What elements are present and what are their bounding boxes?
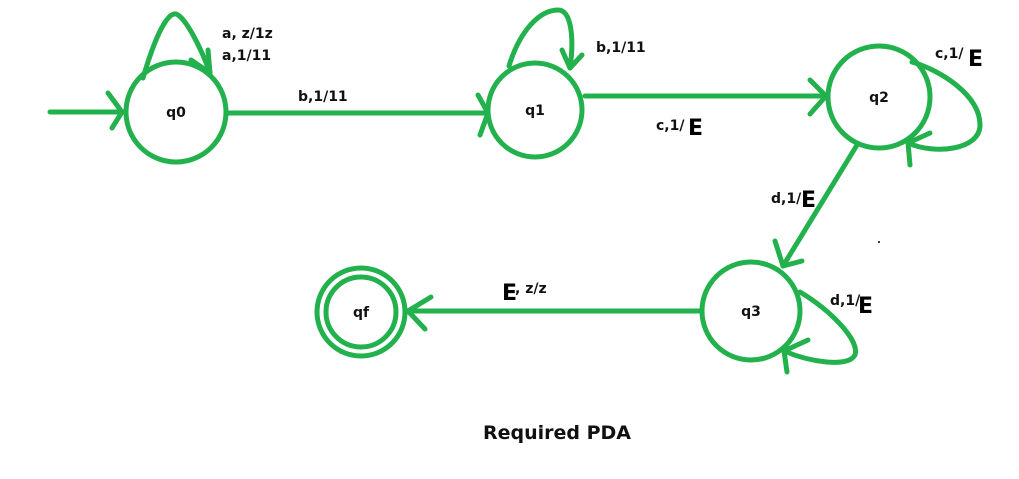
transition-q3-q3-label: d,1/ [830,293,861,309]
transition-q2-q2: c,1/ E [905,46,983,168]
epsilon-symbol: E [502,281,517,306]
epsilon-symbol: E [968,47,983,72]
state-qf: qf [314,265,408,359]
transition-q0-q1: b,1/11 [225,89,491,138]
diagram-title: Required PDA [483,422,631,444]
epsilon-symbol: E [858,294,873,319]
state-q1-label: q1 [525,103,545,119]
transition-q0-q0-label-2: a,1/11 [222,48,271,64]
transition-q0-q1-label: b,1/11 [298,89,348,105]
transition-q3-qf: E , z/z [405,281,703,332]
transition-q2-q3: d,1/ E [771,142,860,269]
state-q2: q2 [825,43,933,151]
state-qf-label: qf [353,305,370,321]
state-q1: q1 [485,60,585,160]
transition-q0-q0-label-1: a, z/1z [222,26,273,42]
epsilon-symbol: E [688,116,703,141]
transition-q3-q3: d,1/ E [781,289,873,375]
epsilon-symbol: E [801,188,816,213]
state-q0-label: q0 [166,105,186,121]
state-q3-label: q3 [741,304,761,320]
start-arrow [47,90,125,131]
stray-dot [878,241,880,243]
transition-q1-q1-label: b,1/11 [596,40,646,56]
transition-q3-qf-label: , z/z [515,281,547,297]
transition-q2-q2-label: c,1/ [935,46,964,62]
state-q3: q3 [699,259,803,363]
transition-q1-q1: b,1/11 [506,7,646,71]
transition-q1-q2-label: c,1/ [656,118,685,134]
state-q2-label: q2 [869,90,889,106]
transition-q1-q2: c,1/ E [582,77,829,141]
transition-q2-q3-label: d,1/ [771,191,802,207]
transition-q0-q0: a, z/1z a,1/11 [140,11,273,81]
